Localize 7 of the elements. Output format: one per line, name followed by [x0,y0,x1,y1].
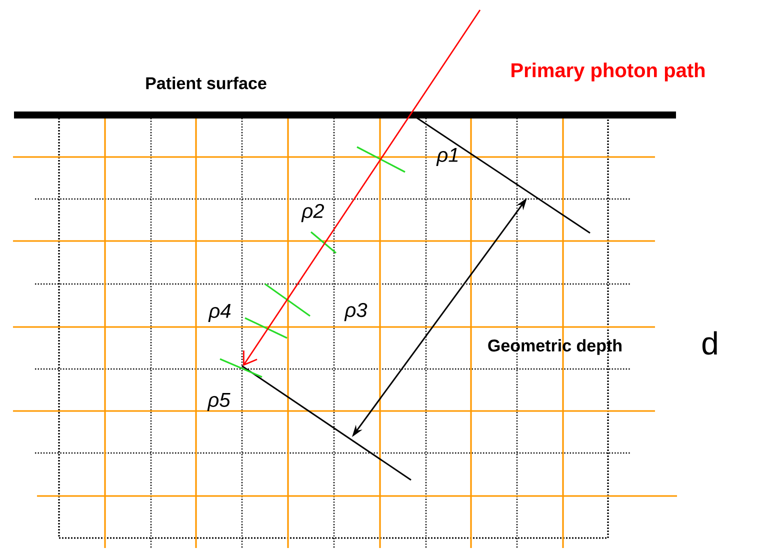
density-label: ρ5 [207,393,230,411]
density-label: ρ2 [301,204,324,222]
density-label: ρ3 [344,302,368,322]
density-label: ρ4 [208,304,231,322]
depth-symbol: d [702,331,717,355]
surface-label: Patient surface [146,76,266,90]
path-label: Primary photon path [512,62,705,82]
